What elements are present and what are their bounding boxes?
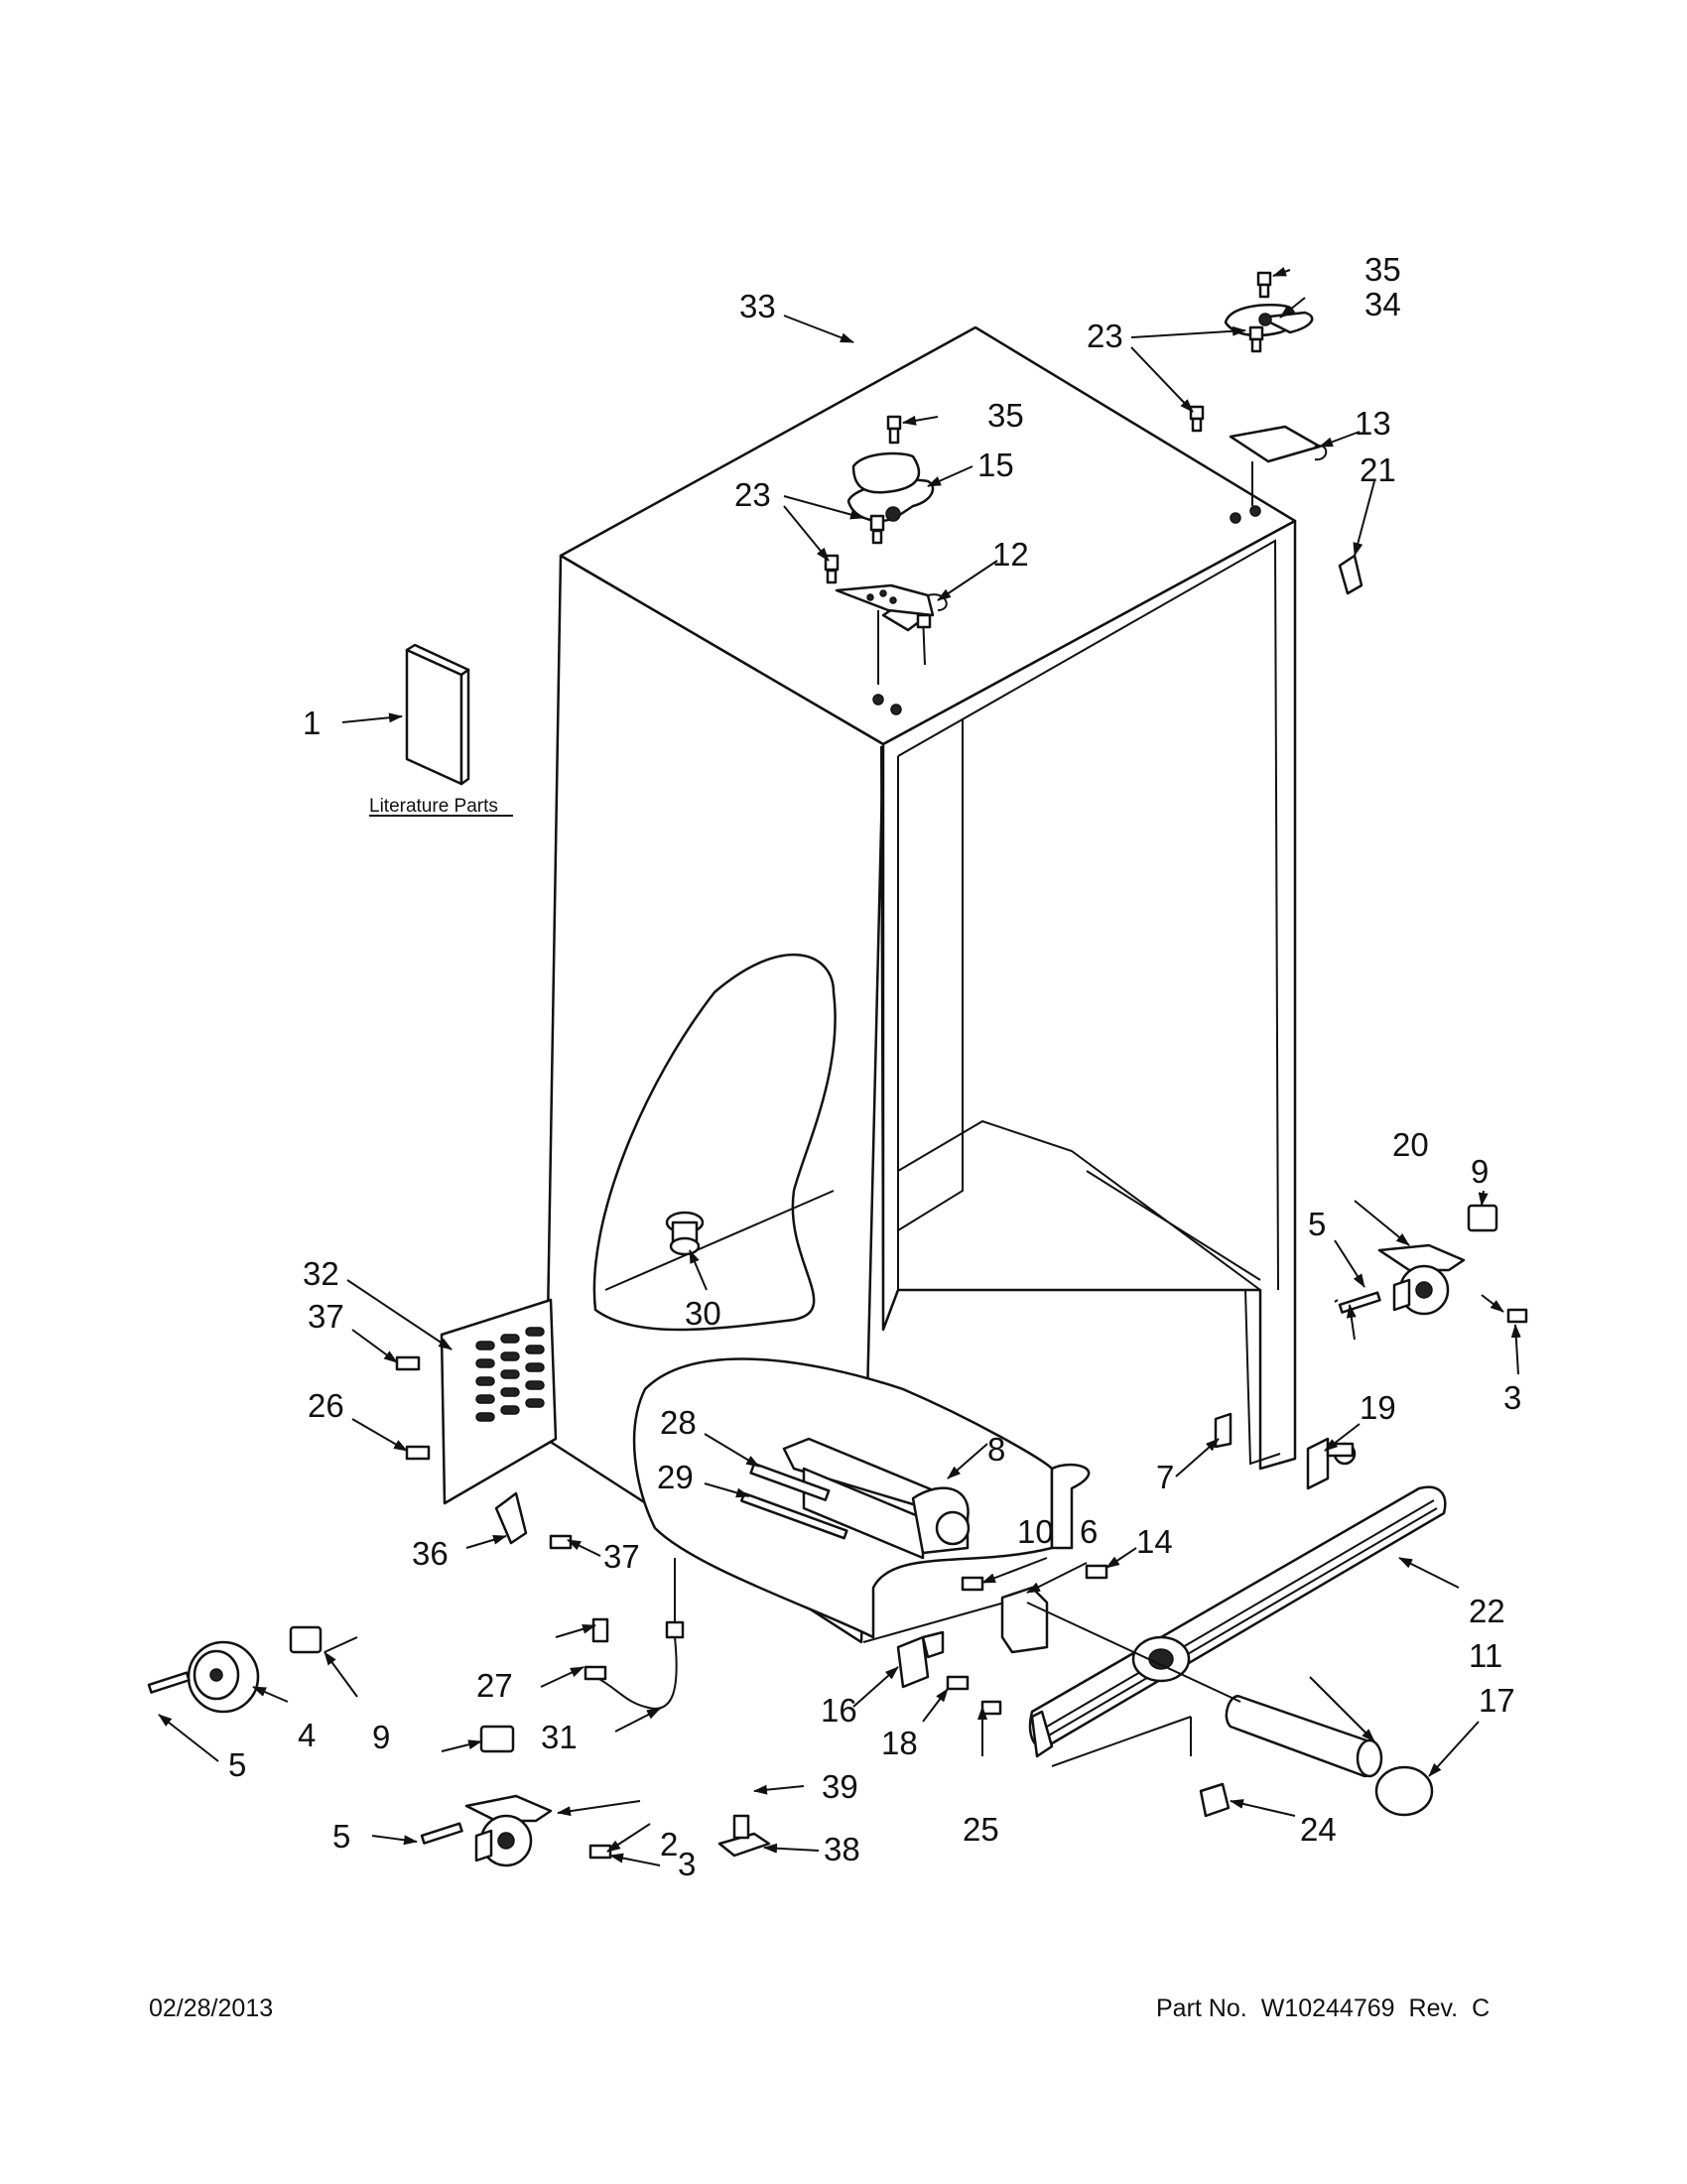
literature-book-icon — [405, 643, 470, 786]
callout-16: 16 — [821, 1692, 857, 1729]
roller-wheel-4 — [187, 1640, 260, 1714]
callout-23-left: 23 — [734, 476, 771, 513]
callout-26: 26 — [308, 1387, 344, 1424]
bracket-6 — [1000, 1586, 1049, 1654]
callout-12: 12 — [992, 536, 1029, 573]
callout-35-right: 35 — [1364, 251, 1401, 288]
callout-13: 13 — [1355, 405, 1391, 442]
water-valve-assembly — [740, 1437, 971, 1560]
callout-39: 39 — [822, 1768, 858, 1805]
callout-5-right: 5 — [1308, 1206, 1326, 1242]
footer-part-number: Part No. W10244769 Rev. C — [1156, 1994, 1503, 2023]
pad-9-center — [479, 1725, 515, 1753]
hinge-19 — [1306, 1437, 1357, 1490]
callout-31: 31 — [541, 1719, 578, 1755]
grille-slots — [475, 1327, 545, 1422]
literature-parts-label: Literature Parts — [369, 796, 498, 817]
callout-labels: 1 2 3 3 4 5 5 5 6 7 8 9 9 10 11 12 13 14… — [228, 251, 1521, 1882]
callout-19: 19 — [1360, 1389, 1396, 1426]
pad-9-left — [289, 1625, 323, 1654]
callout-17: 17 — [1479, 1682, 1515, 1719]
callout-1: 1 — [303, 705, 321, 741]
clip-7 — [1214, 1412, 1233, 1449]
leader-lines — [158, 266, 1521, 1866]
light-socket-30 — [665, 1211, 705, 1256]
top-hinge-right — [1189, 271, 1328, 524]
callout-33: 33 — [739, 288, 776, 324]
callout-8: 8 — [987, 1431, 1005, 1468]
callout-6: 6 — [1080, 1513, 1098, 1550]
rev-label: Rev. — [1408, 1994, 1459, 2022]
water-filter-11 — [1225, 1695, 1383, 1778]
callout-5-left: 5 — [228, 1746, 246, 1783]
callout-11: 11 — [1469, 1637, 1502, 1674]
callout-5-bottom: 5 — [332, 1818, 350, 1855]
callout-22: 22 — [1469, 1593, 1505, 1629]
part-number: W10244769 — [1260, 1994, 1395, 2022]
callout-23-right: 23 — [1087, 318, 1123, 354]
callout-3-bottom: 3 — [678, 1846, 696, 1882]
top-hinge-left — [824, 415, 948, 715]
bracket-16 — [896, 1630, 945, 1689]
pad-9-right — [1467, 1204, 1498, 1232]
leveling-assembly-20 — [1377, 1243, 1466, 1316]
callout-9-right: 9 — [1471, 1153, 1489, 1190]
callout-20: 20 — [1392, 1126, 1429, 1163]
cabinet-cutaway-upper — [592, 953, 837, 1332]
hinge-bracket-36 — [494, 1491, 528, 1545]
callout-25: 25 — [963, 1811, 999, 1848]
callout-30: 30 — [685, 1295, 721, 1332]
base-grille-22 — [1028, 1485, 1447, 1758]
callout-27: 27 — [476, 1667, 513, 1704]
side-grille-32 — [440, 1298, 558, 1505]
callout-4: 4 — [298, 1717, 316, 1753]
callout-18: 18 — [881, 1725, 918, 1761]
filter-cap-17 — [1374, 1765, 1434, 1817]
callout-38: 38 — [824, 1831, 860, 1867]
callout-3-right: 3 — [1503, 1379, 1521, 1416]
leveling-assembly-2 — [464, 1794, 553, 1867]
callout-29: 29 — [657, 1459, 694, 1495]
callout-2: 2 — [660, 1826, 678, 1863]
callout-10: 10 — [1017, 1513, 1054, 1550]
part-label: Part No. — [1156, 1994, 1247, 2022]
callout-15: 15 — [977, 447, 1014, 483]
callout-24: 24 — [1300, 1811, 1337, 1848]
callout-37-left: 37 — [308, 1298, 344, 1335]
callout-34: 34 — [1364, 286, 1401, 322]
callout-9-left: 9 — [372, 1719, 390, 1755]
callout-7: 7 — [1156, 1459, 1174, 1495]
clip-21 — [1338, 554, 1363, 595]
callout-35-left: 35 — [987, 397, 1024, 434]
callout-28: 28 — [660, 1404, 697, 1441]
callout-36: 36 — [412, 1535, 449, 1572]
filter-bypass-24 — [1199, 1782, 1231, 1818]
footer-date: 02/28/2013 — [149, 1994, 274, 2022]
callout-21: 21 — [1360, 451, 1396, 488]
rev-value: C — [1472, 1994, 1491, 2022]
callout-37-bottom: 37 — [603, 1538, 640, 1575]
callout-32: 32 — [303, 1255, 339, 1292]
callout-14: 14 — [1136, 1523, 1173, 1560]
